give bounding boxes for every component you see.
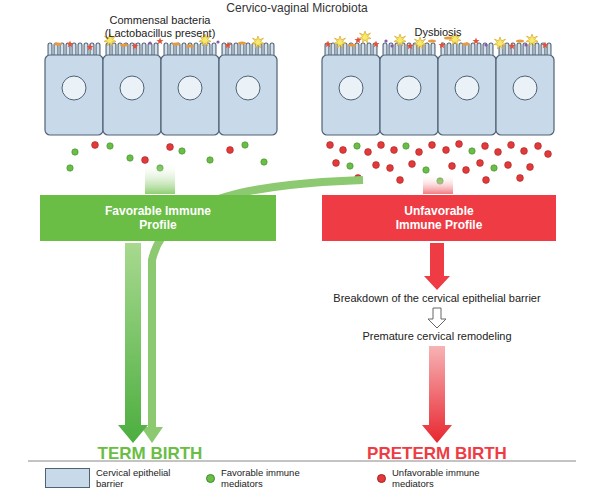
dysbiosis-epithelium: Dysbiosis [318,14,558,186]
flow-connector [145,162,175,194]
flow-connector [428,308,446,328]
outcome-text: TERM BIRTH [60,444,240,464]
panel-heading: Dysbiosis [318,14,558,38]
immune-profile-box: Favorable Immune Profile [40,195,276,241]
legend-text: Cervical epithelial barrier [96,467,176,489]
flow-connector [424,243,450,290]
legend-swatch [45,468,90,488]
process-step: Breakdown of the cervical epithelial bar… [312,291,562,306]
flow-connector [422,346,452,443]
block-arrow [422,346,452,443]
outcome-label: PRETERM BIRTH [312,444,562,464]
block-arrow [118,243,148,443]
outcome-label: TERM BIRTH [60,444,240,464]
legend-text: Favorable immune mediators [221,467,321,489]
flow-connector [118,243,148,443]
outcome-text: PRETERM BIRTH [312,444,562,464]
gradient-connector [423,174,453,194]
box-label: Unfavorable Immune Profile [384,204,494,232]
box-label: Favorable Immune Profile [103,204,213,232]
legend-text: Unfavorable immune mediators [392,467,502,489]
commensal-epithelium: Commensal bacteria (Lactobacillus presen… [40,14,280,174]
legend-dot [206,474,215,483]
gradient-connector [145,162,175,194]
step-label: Breakdown of the cervical epithelial bar… [312,291,562,305]
block-arrow [424,243,450,290]
flow-connector [423,174,453,194]
step-label: Premature cervical remodeling [312,329,562,343]
panel-heading: Commensal bacteria (Lactobacillus presen… [90,14,230,40]
process-step: Premature cervical remodeling [312,329,562,344]
figure-title: Cervico-vaginal Microbiota [0,1,594,15]
immune-profile-box: Unfavorable Immune Profile [322,195,556,241]
block-arrow [428,308,446,328]
legend-dot [377,474,386,483]
